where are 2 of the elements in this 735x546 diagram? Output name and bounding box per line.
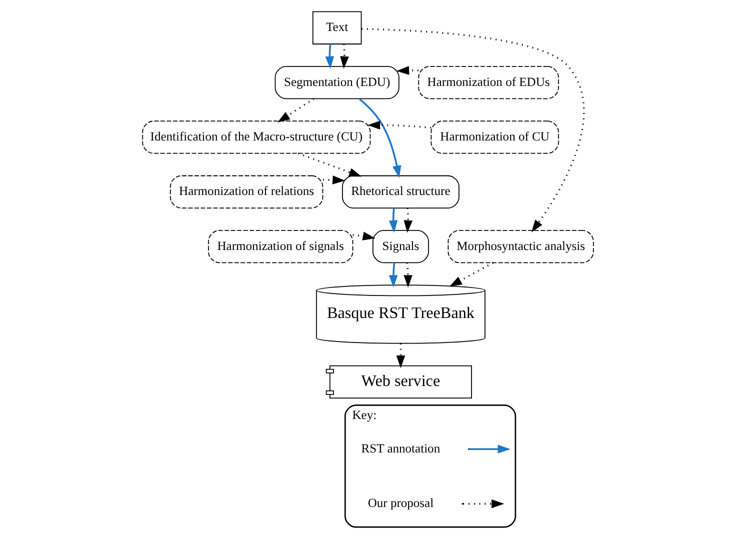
legend-label: Our proposal — [367, 496, 434, 510]
legend-label: RST annotation — [360, 441, 440, 456]
